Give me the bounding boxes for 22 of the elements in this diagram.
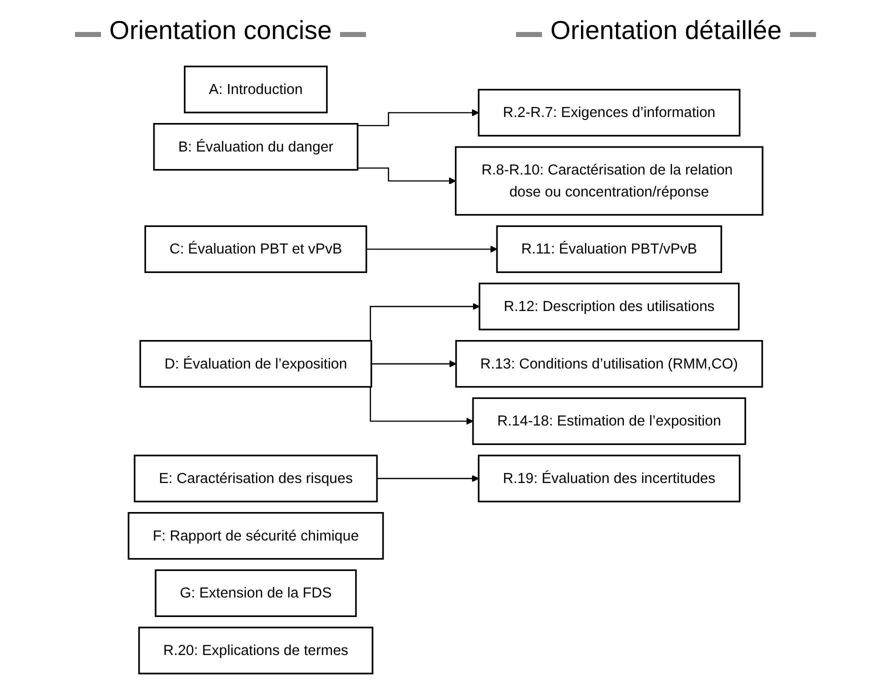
column-heading: Orientation concise [109, 14, 332, 44]
node-box: B: Évaluation du danger [153, 122, 358, 171]
arrow [371, 360, 456, 368]
arrow [358, 167, 456, 184]
node-box: R.11: Évaluation PBT/vPvB [496, 225, 722, 273]
node-box: G: Extension de la FDS [154, 569, 357, 618]
node-box: R.13: Conditions d’utilisation (RMM,CO) [455, 340, 763, 388]
arrow [376, 474, 479, 482]
node-box: R.20: Explications de termes [138, 626, 374, 674]
node-box: R.8-R.10: Caractérisation de la relation dose ou concentration/réponse [454, 146, 764, 216]
node-box: R.14-18: Estimation de l’exposition [472, 397, 746, 445]
node-box: A: Introduction [184, 66, 328, 114]
column-heading: Orientation détaillée [550, 14, 782, 44]
node-box: D: Évaluation de l’exposition [139, 340, 372, 388]
arrow [358, 109, 479, 126]
node-box: E: Caractérisation des risques [134, 454, 378, 502]
node-box: R.2-R.7: Exigences d’information [478, 88, 740, 137]
arrow [366, 246, 498, 253]
node-box: R.19: Évaluation des incertitudes [478, 454, 740, 502]
node-box: C: Évaluation PBT et vPvB [144, 225, 368, 273]
node-box: R.12: Description des utilisations [478, 282, 740, 330]
node-box: F: Rapport de sécurité chimique [128, 512, 384, 560]
